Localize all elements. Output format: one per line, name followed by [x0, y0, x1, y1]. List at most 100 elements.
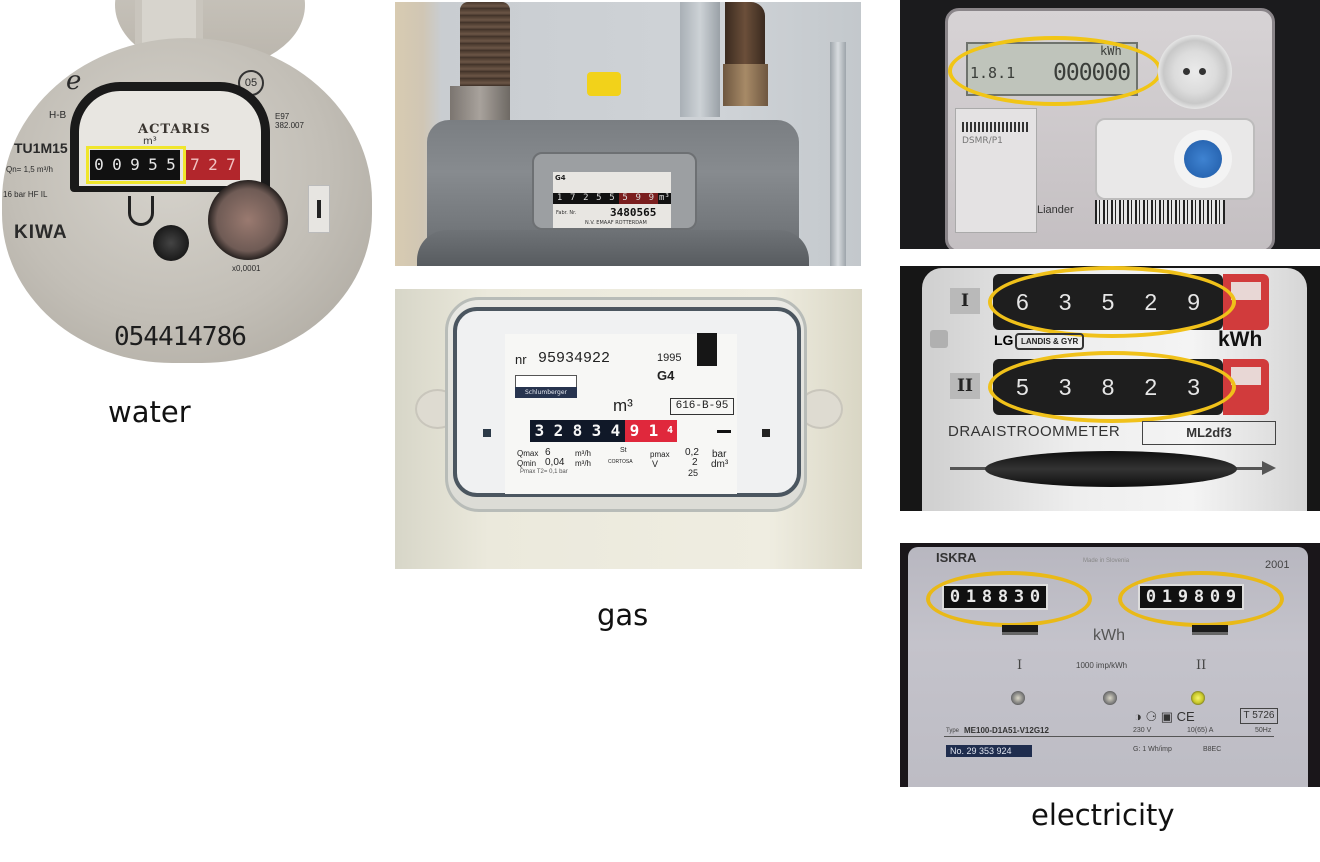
counter-digit: 2 — [583, 193, 589, 203]
counter-digit: 2 — [549, 420, 568, 442]
counter-digit-decimal: 2 — [204, 150, 222, 180]
pmax-value: 0,2 — [685, 447, 699, 458]
counter-digit: 0 — [90, 150, 108, 180]
caption-gas: gas — [597, 598, 649, 632]
screw-icon — [483, 429, 491, 437]
counter-digit: 5 — [596, 193, 602, 203]
water-meter-unit: m³ — [143, 136, 157, 147]
counter-digit-decimal: 9 — [625, 420, 644, 442]
pmax-footnote: Pmax T2= 0,1 bar — [520, 469, 568, 475]
gas-meter-serial: 3480565 — [610, 206, 657, 219]
meter-current: 10(65) A — [1187, 727, 1214, 734]
tariff-2-led-icon — [1191, 691, 1205, 705]
counter-digit-decimal: 1 — [644, 420, 663, 442]
register-2-label: II — [950, 373, 980, 399]
meter-model: ML2df3 — [1142, 421, 1276, 445]
meter-code: B8EC — [1203, 746, 1222, 753]
gas-meter-photo-1: G4 1 7 2 5 5 5 9 9 m³ Fabr. Nr. 3480565 … — [395, 2, 861, 266]
qmax-value: 6 — [545, 447, 551, 458]
electricity-meter-photo-iskra: ISKRA Made in Slovenia 2001 0 1 8 8 3 0 … — [900, 543, 1320, 787]
counter-unit: m³ — [613, 396, 633, 415]
water-meter-serial: 054414786 — [114, 322, 247, 352]
reading-highlight-oval — [988, 351, 1236, 423]
manufacturer-name: LANDIS & GYR — [1015, 333, 1085, 350]
yellow-valve — [587, 72, 621, 96]
impulse-led-icon — [1103, 691, 1117, 705]
reading-highlight-box — [86, 146, 186, 184]
gas-meter-brand: Schlumberger — [515, 387, 577, 398]
gas-meter-model: CORTOSA — [608, 459, 633, 465]
meter-title: DRAAISTROOMMETER — [948, 423, 1121, 440]
water-meter-flow: Qn= 1,5 m³/h — [6, 165, 53, 174]
plug-icon — [930, 330, 948, 348]
meter-brand: ISKRA — [936, 550, 977, 565]
counter-digit-decimal: 9 — [644, 193, 658, 204]
reading-highlight-oval — [1118, 571, 1284, 627]
register-2-tab — [1192, 625, 1228, 635]
water-meter-u-symbol — [128, 196, 154, 226]
meter-type: ME100-D1A51-V12G12 — [964, 726, 1049, 735]
meter-year: 2001 — [1265, 559, 1290, 571]
gas-meter-photo-2: nr 95934922 1995 G4 Schlumberger m³ 616-… — [395, 289, 862, 569]
water-meter-class: H-B — [49, 110, 67, 121]
water-meter-approval: KIWA — [14, 222, 68, 243]
pressure-unit: bar — [712, 449, 727, 460]
caption-water: water — [108, 395, 191, 429]
pmax-label: pmax — [650, 450, 670, 459]
optical-port — [1158, 35, 1232, 109]
gas-meter-number: 95934922 — [538, 350, 611, 367]
qmax-label: Qmax — [517, 449, 539, 458]
dark-marker — [697, 333, 717, 366]
qmin-label: Qmin — [517, 459, 537, 468]
counter-digit-decimal: 7 — [186, 150, 204, 180]
st-mark: St — [620, 447, 627, 454]
counter-digit: 5 — [609, 193, 615, 203]
water-meter-photo: ℯ 05 H-B E97 382.007 TU1M15 Qn= 1,5 m³/h… — [0, 0, 380, 368]
flow-unit: m³/h — [575, 459, 591, 468]
meter-constant: G: 1 Wh/imp — [1133, 746, 1172, 753]
gas-meter-counter: 3 2 8 3 4 9 1 4 — [530, 420, 677, 442]
pipe-coupling — [450, 86, 510, 124]
v-value: 2 — [692, 457, 698, 468]
water-meter-counter: 0 0 9 5 5 7 2 7 — [90, 150, 240, 180]
qmin-value: 0,04 — [545, 457, 565, 468]
smart-meter-brand: Liander — [1037, 204, 1074, 216]
wall-pipe — [830, 42, 846, 266]
certification-symbols-icon: ◑ ⚆ ▣ CE — [1134, 709, 1195, 724]
water-meter-resolution: x0,0001 — [232, 264, 261, 273]
counter-digit-decimal: 4 — [663, 420, 677, 442]
meter-number: No. 29 353 924 — [946, 745, 1032, 757]
flow-unit: m³/h — [575, 449, 591, 458]
gas-meter-year: 1995 — [657, 352, 682, 364]
meter-frequency: 50Hz — [1255, 727, 1272, 734]
serial-label: Fabr. Nr. — [556, 210, 577, 216]
counter-digit: 3 — [587, 420, 606, 442]
counter-digit-decimal: 5 — [618, 193, 632, 204]
meter-voltage: 230 V — [1133, 727, 1152, 734]
made-in: Made in Slovenia — [1083, 558, 1130, 564]
counter-digit: 1 — [556, 193, 563, 203]
gas-meter-type: G4 — [555, 174, 566, 182]
barcode — [962, 122, 1030, 132]
tariff-2-label: II — [1196, 658, 1207, 673]
water-meter-model: TU1M15 — [14, 140, 68, 156]
approval-mark: T 5726 — [1240, 708, 1278, 724]
impulse-rate: 1000 imp/kWh — [1076, 661, 1128, 670]
divider — [944, 736, 1274, 737]
register-1-tab — [1002, 625, 1038, 635]
electricity-meter-photo-smart: 1.8.1 kWh 000000 DSMR/P1 Liander — [900, 0, 1320, 249]
counter-digit: 4 — [606, 420, 625, 442]
pipe-coupling — [723, 64, 768, 106]
gas-meter-base — [417, 230, 809, 266]
water-meter-pressure: 16 bar HF IL — [3, 190, 48, 199]
reading-highlight-oval — [926, 571, 1092, 627]
blue-button — [1184, 140, 1222, 178]
counter-digit: 9 — [126, 150, 144, 180]
v-value-2: 25 — [688, 468, 699, 478]
wall-pipe — [680, 2, 720, 117]
counter-digit: 5 — [162, 150, 180, 180]
counter-digit: 0 — [108, 150, 126, 180]
counter-digit-decimal: 7 — [222, 150, 240, 180]
electricity-meter-photo-ferraris: I 6 3 5 2 9 LG LANDIS & GYR kWh II 5 3 8… — [900, 266, 1320, 511]
rotating-disc — [985, 451, 1237, 487]
